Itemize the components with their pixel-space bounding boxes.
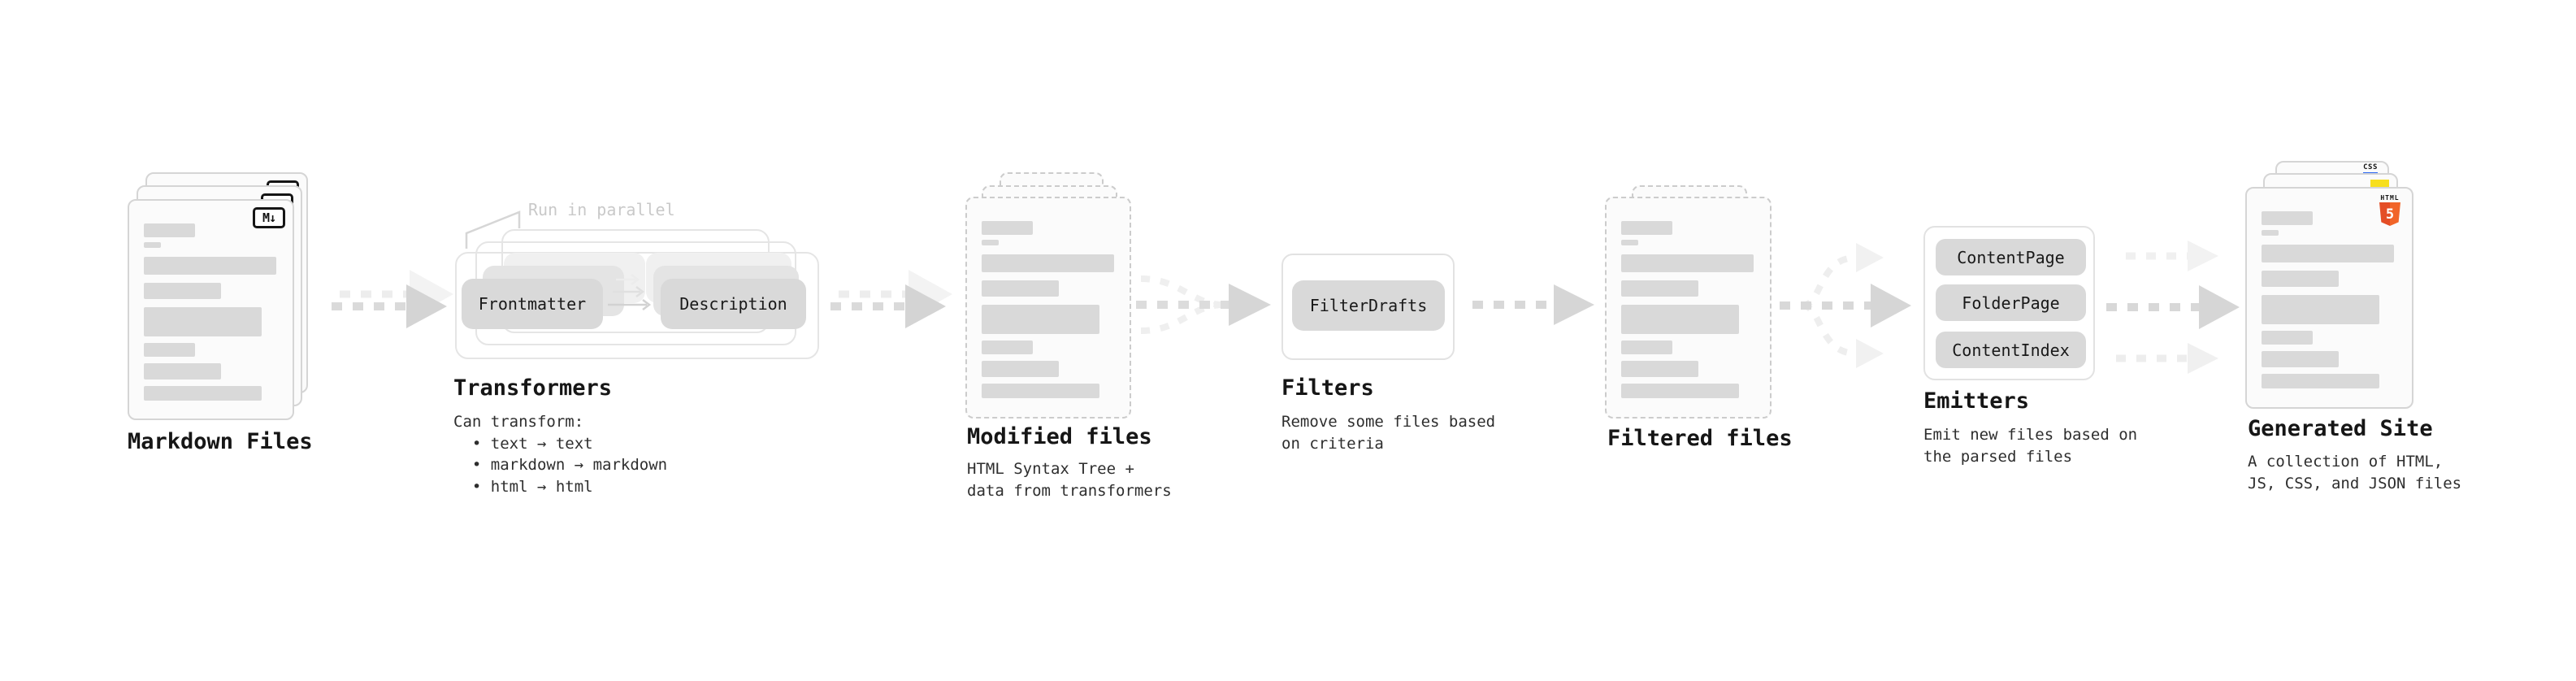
placeholder-bar — [2262, 331, 2313, 345]
placeholder-bar — [1621, 254, 1754, 272]
transformers-description: Can transform: • text → text • markdown … — [453, 413, 668, 496]
filters-title: Filters — [1281, 375, 1374, 401]
filters-box: FilterDrafts — [1281, 254, 1455, 360]
flow-arrow-transformers-to-modified — [830, 265, 952, 333]
emitters-description: Emit new files based on the parsed files — [1923, 426, 2138, 466]
modified-file-card-front — [965, 197, 1131, 419]
frontmatter-pill: Frontmatter — [462, 279, 603, 329]
transformers-title: Transformers — [453, 375, 613, 401]
placeholder-bar — [144, 283, 221, 299]
html5-icon: HTML 5 — [2377, 194, 2403, 226]
placeholder-bar — [2262, 351, 2339, 367]
placeholder-bar — [2262, 230, 2279, 236]
placeholder-bar — [2262, 295, 2379, 324]
placeholder-bar — [1621, 221, 1672, 235]
generated-site-description: A collection of HTML, JS, CSS, and JSON … — [2248, 453, 2462, 492]
flow-arrow-merge-to-filters — [1136, 271, 1276, 339]
parallel-arrows-between-pills — [608, 271, 655, 315]
flow-arrows-emitters-to-site — [2106, 237, 2246, 377]
document-placeholder-lines — [1621, 198, 1755, 398]
placeholder-bar — [144, 386, 262, 401]
placeholder-bar — [2262, 374, 2379, 388]
placeholder-bar — [1621, 240, 1638, 245]
placeholder-bar — [982, 240, 999, 245]
document-placeholder-lines — [144, 201, 278, 401]
placeholder-bar — [1621, 361, 1698, 377]
placeholder-bar — [144, 343, 195, 357]
document-placeholder-lines — [982, 198, 1115, 398]
placeholder-bar — [2262, 271, 2339, 287]
placeholder-bar — [144, 307, 262, 336]
css-label: CSS — [2363, 163, 2378, 171]
markdown-files-title: Markdown Files — [128, 429, 313, 454]
generated-site-title: Generated Site — [2248, 416, 2433, 441]
generated-file-card-front: HTML 5 — [2245, 187, 2413, 409]
placeholder-bar — [982, 340, 1033, 354]
placeholder-bar — [144, 363, 221, 380]
run-in-parallel-note: Run in parallel — [528, 200, 675, 219]
markdown-file-card-front: M↓ — [128, 199, 294, 420]
placeholder-bar — [982, 384, 1099, 398]
html5-label: HTML — [2380, 194, 2400, 202]
placeholder-bar — [144, 257, 276, 275]
contentpage-pill: ContentPage — [1936, 239, 2086, 275]
filters-description: Remove some files based on criteria — [1281, 413, 1496, 453]
modified-files-description: HTML Syntax Tree + data from transformer… — [967, 460, 1172, 500]
placeholder-bar — [2262, 245, 2394, 262]
placeholder-bar — [982, 280, 1059, 297]
modified-files-title: Modified files — [967, 424, 1152, 449]
placeholder-bar — [1621, 384, 1739, 398]
html5-shield: 5 — [2379, 202, 2400, 226]
placeholder-bar — [144, 223, 195, 237]
document-placeholder-lines — [2262, 189, 2397, 388]
emitters-title: Emitters — [1923, 388, 2030, 414]
flow-arrow-markdown-to-transformers — [332, 265, 453, 333]
placeholder-bar — [982, 305, 1099, 334]
flow-arrow-fork-to-emitters — [1780, 233, 1916, 378]
placeholder-bar — [982, 221, 1033, 235]
placeholder-bar — [982, 254, 1114, 272]
placeholder-bar — [144, 242, 161, 248]
filtered-file-card-front — [1605, 197, 1772, 419]
placeholder-bar — [2262, 211, 2313, 225]
placeholder-bar — [1621, 340, 1672, 354]
placeholder-bar — [1621, 280, 1698, 297]
placeholder-bar — [982, 361, 1059, 377]
run-in-parallel-pointer-line — [459, 205, 526, 252]
emitters-box: ContentPage FolderPage ContentIndex — [1923, 226, 2095, 380]
placeholder-bar — [1621, 305, 1739, 334]
flow-arrow-filters-to-filtered — [1472, 281, 1596, 328]
markdown-icon: M↓ — [253, 207, 285, 228]
description-pill: Description — [661, 279, 806, 329]
contentindex-pill: ContentIndex — [1936, 332, 2086, 368]
filtered-files-title: Filtered files — [1607, 426, 1793, 451]
filterdrafts-pill: FilterDrafts — [1292, 280, 1445, 331]
folderpage-pill: FolderPage — [1936, 284, 2086, 321]
